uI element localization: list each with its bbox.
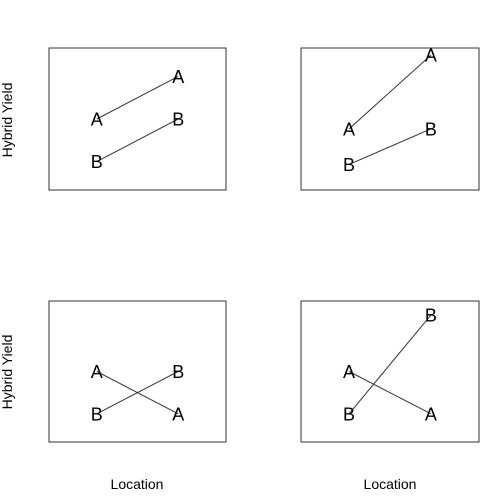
panel-4-series-B-line bbox=[348, 314, 432, 415]
panel-3-point-A-2: A bbox=[172, 404, 184, 424]
y-axis-label-top: Hybrid Yield bbox=[0, 83, 15, 158]
panel-2-series-B-line bbox=[348, 128, 432, 165]
panel-3-series-B-line bbox=[96, 371, 179, 415]
panel-frame-4 bbox=[300, 300, 480, 443]
panel-2-series-A-line bbox=[348, 54, 432, 130]
y-axis-label-bottom: Hybrid Yield bbox=[0, 335, 15, 410]
panel-4-point-B-1: B bbox=[343, 404, 355, 424]
panel-4-point-A-2: A bbox=[425, 404, 437, 424]
panel-1-point-A-1: A bbox=[91, 110, 103, 130]
panel-1-point-B-1: B bbox=[91, 152, 103, 172]
x-axis-label-right: Location bbox=[364, 476, 417, 492]
panel-frame-3 bbox=[48, 300, 227, 443]
panel-frame-1 bbox=[48, 47, 227, 191]
panel-3-point-B-2: B bbox=[172, 362, 184, 382]
panel-4-point-B-2: B bbox=[425, 306, 437, 326]
panel-4-point-A-1: A bbox=[343, 362, 355, 382]
panel-2-point-B-2: B bbox=[425, 119, 437, 139]
panel-frame-2 bbox=[300, 47, 480, 191]
panel-1-series-B-line bbox=[96, 118, 179, 163]
panel-4-series-A-line bbox=[348, 371, 432, 415]
panel-2-point-A-2: A bbox=[425, 46, 437, 66]
x-axis-label-left: Location bbox=[111, 476, 164, 492]
panel-3-point-A-1: A bbox=[91, 362, 103, 382]
panel-1-point-B-2: B bbox=[172, 110, 184, 130]
panel-2-point-A-1: A bbox=[343, 119, 355, 139]
panel-2-point-B-1: B bbox=[343, 155, 355, 175]
panel-1-series-A-line bbox=[96, 75, 179, 120]
panel-3-point-B-1: B bbox=[91, 404, 103, 424]
panel-1-point-A-2: A bbox=[172, 67, 184, 87]
